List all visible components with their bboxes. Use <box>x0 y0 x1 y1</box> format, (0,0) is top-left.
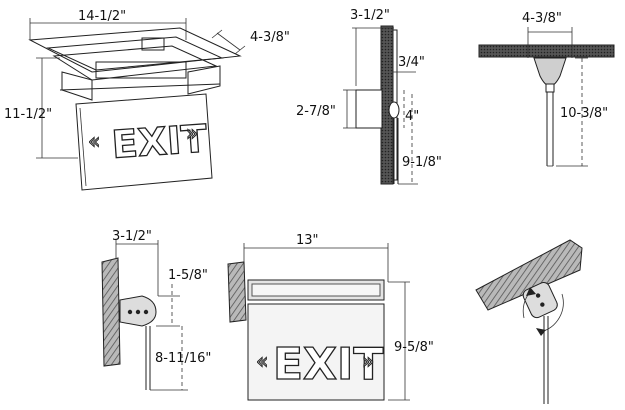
front-width-label: 13" <box>296 233 319 248</box>
housing-box <box>355 89 383 129</box>
canopy-icon <box>533 57 567 87</box>
surface-left-chevron-icon: « <box>256 349 268 373</box>
height-label: 11-1/2" <box>4 107 52 122</box>
ceiling-slab <box>478 44 615 58</box>
recessed-sign-panel: EXIT « » <box>75 93 213 191</box>
surface-right-chevron-icon: » <box>362 349 374 373</box>
depth-label: 4-3/8" <box>250 30 290 45</box>
surface-sign-panel <box>247 303 385 401</box>
wall-section <box>101 257 121 367</box>
drop-label: 10-3/8" <box>560 106 608 121</box>
sloped-ceiling <box>475 239 583 311</box>
surface-side-view: 3-1/2" 1-5/8" 8-11/16" <box>101 229 211 391</box>
surface-exit-text: EXIT <box>273 339 383 390</box>
swivel-canopy-view <box>475 239 583 404</box>
front-height-label: 9-5/8" <box>394 340 434 355</box>
recessed-exit-text: EXIT <box>110 116 208 167</box>
surface-front-view: 13" EXIT « » 9-5/8" <box>227 233 434 401</box>
side-depth-label: 3-1/2" <box>350 8 390 23</box>
ceiling-mount-view: 4-3/8" 10-3/8" <box>478 11 615 167</box>
housing-label: 2-7/8" <box>296 104 336 119</box>
recessed-side-view: 3-1/2" 3/4" 2-7/8" 4" 9-1/8" <box>296 8 442 185</box>
wall-left <box>227 261 247 323</box>
width-dimension: 14-1/2" <box>29 9 187 40</box>
trim-label: 3/4" <box>398 55 425 70</box>
surface-canopy-label: 1-5/8" <box>168 268 208 283</box>
side-panel-height-label: 9-1/8" <box>402 155 442 170</box>
surface-panel-height-label: 8-11/16" <box>155 351 211 366</box>
surface-depth-label: 3-1/2" <box>112 229 152 244</box>
depth-dimension: 4-3/8" <box>211 29 290 55</box>
recessed-frame <box>28 27 242 101</box>
right-chevron-icon: » <box>186 121 198 145</box>
left-chevron-icon: « <box>88 129 100 153</box>
recessed-mount-view: 14-1/2" 4-3/8" 11-1/2" <box>4 9 290 191</box>
width-label: 14-1/2" <box>78 9 126 24</box>
height-dimension: 11-1/2" <box>4 57 78 159</box>
canopy-width-label: 4-3/8" <box>522 11 562 26</box>
